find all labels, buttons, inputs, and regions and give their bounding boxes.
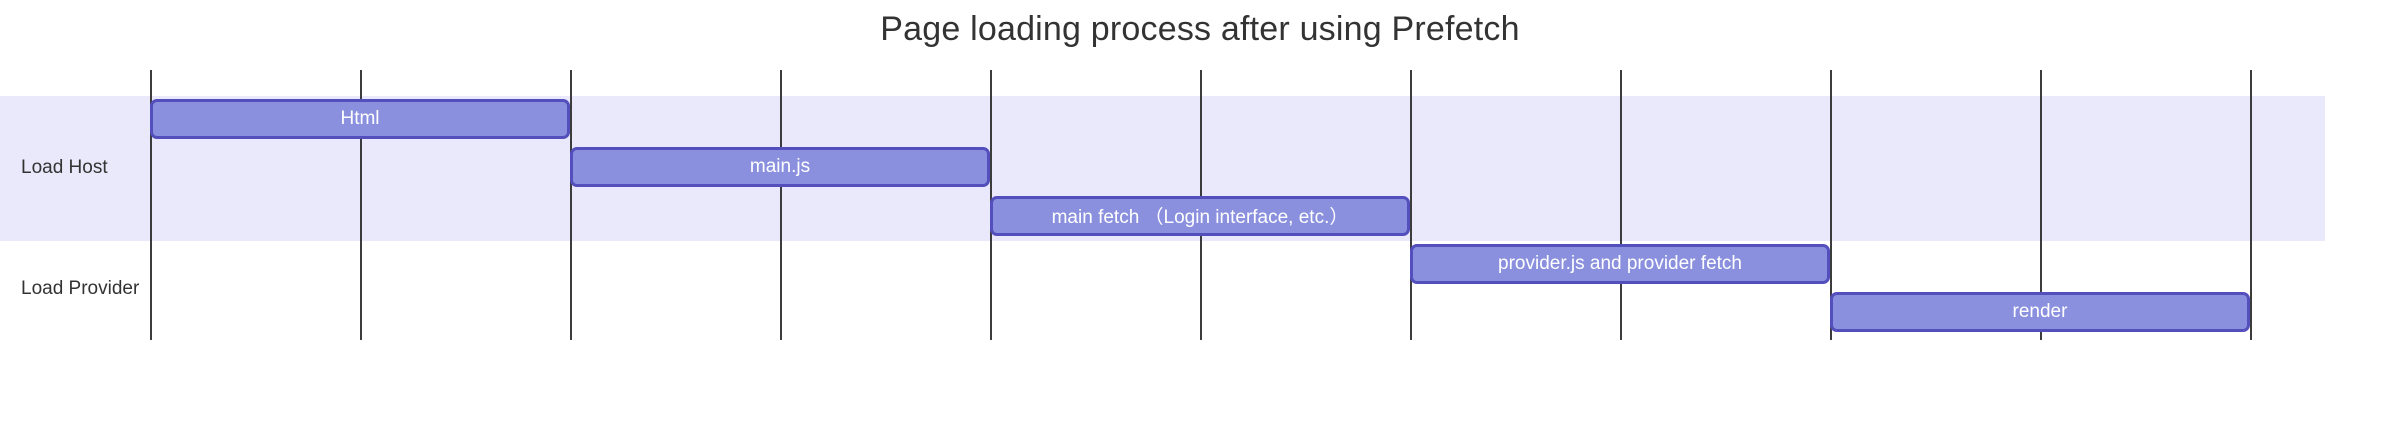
grid-line: [360, 70, 362, 340]
chart-title: Page loading process after using Prefetc…: [880, 10, 1520, 48]
grid-line: [780, 70, 782, 340]
section-label: Load Provider: [21, 278, 140, 300]
gantt-task-bar: render: [1830, 292, 2250, 333]
grid-line: [2250, 70, 2252, 340]
grid-line: [150, 70, 152, 340]
grid-line: [570, 70, 572, 340]
gantt-task-bar: Html: [150, 99, 570, 139]
grid-line: [1620, 70, 1622, 340]
grid-line: [1830, 70, 1832, 340]
gantt-task-bar: provider.js and provider fetch: [1410, 243, 1830, 284]
grid-line: [2040, 70, 2042, 340]
section-label: Load Host: [21, 157, 108, 179]
gantt-task-bar: main fetch （Login interface, etc.）: [990, 195, 1410, 236]
gantt-task-bar: main.js: [570, 147, 990, 188]
grid-line: [1410, 70, 1412, 340]
